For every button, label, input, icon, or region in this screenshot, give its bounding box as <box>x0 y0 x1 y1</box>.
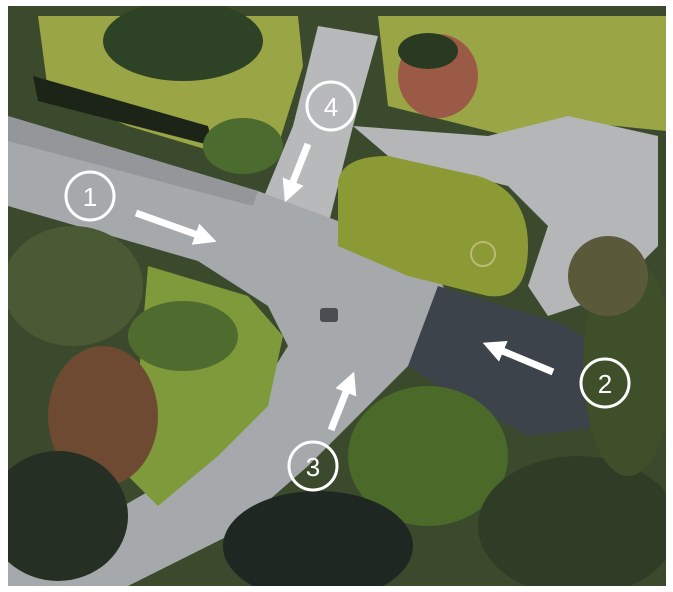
marker-1-label: 1 <box>83 182 97 212</box>
tree-top-left <box>103 6 263 81</box>
marker-2-circle <box>579 357 631 409</box>
island-marking <box>470 241 496 267</box>
tree-dark-top <box>398 33 458 69</box>
marker-4-label: 4 <box>324 92 338 122</box>
arrow-3 <box>327 371 357 432</box>
aerial-intersection-map: 1 2 3 4 <box>8 6 666 586</box>
marker-4-circle <box>305 80 357 132</box>
tree-right-mid <box>568 236 648 316</box>
marker-3-circle <box>287 440 339 492</box>
arrow-2 <box>482 340 555 376</box>
marker-1-circle <box>64 170 116 222</box>
shrub-top-center <box>203 118 283 174</box>
marker-3-label: 3 <box>306 452 320 482</box>
tree-left-canopy <box>8 226 143 346</box>
tree-bottom-center-dark <box>223 491 413 586</box>
approach-2: 2 <box>482 340 631 409</box>
tree-bottom-center <box>348 386 508 526</box>
tree-red-bottom <box>48 346 158 486</box>
road-edge-shadow <box>8 116 258 206</box>
arrow-4 <box>282 142 312 203</box>
tree-dark-bottom-left <box>8 451 128 581</box>
approach-3: 3 <box>287 371 357 492</box>
approach-4: 4 <box>282 80 357 203</box>
lawn-island <box>338 156 528 297</box>
tree-canopy-mid <box>128 301 238 371</box>
tree-bottom-right <box>478 456 666 586</box>
marker-2-label: 2 <box>598 369 612 399</box>
hedge-row <box>33 76 213 146</box>
arrow-1 <box>134 209 217 245</box>
utility-cover <box>320 308 338 322</box>
approach-1: 1 <box>64 170 217 245</box>
